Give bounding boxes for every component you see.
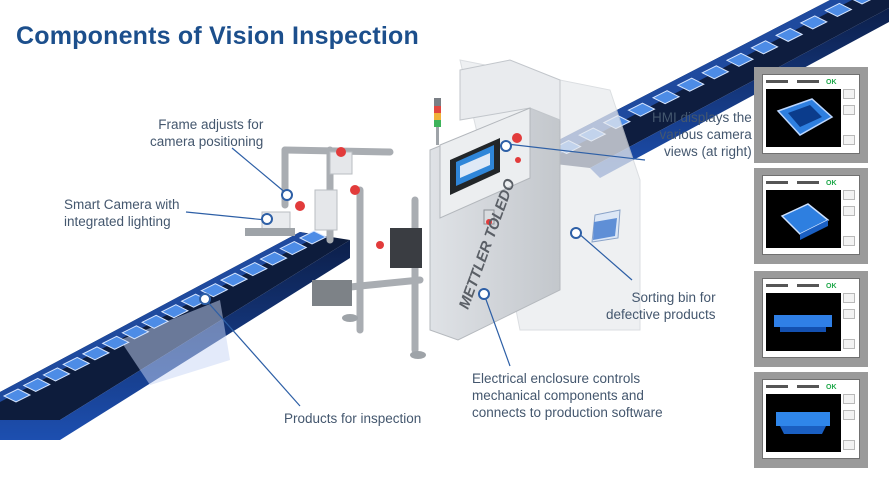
hmi-terminal	[450, 133, 522, 195]
hmi-view-panel: OK	[754, 67, 868, 163]
product-tray	[852, 0, 872, 5]
product-tray	[239, 262, 268, 277]
hmi-side-button	[843, 309, 855, 319]
hmi-side-button	[843, 89, 855, 99]
product-tray	[775, 27, 804, 42]
hmi-screen: OK	[762, 379, 860, 459]
product-tray	[701, 65, 730, 80]
product-tray	[81, 346, 111, 361]
signal-tower	[434, 98, 441, 145]
hmi-view-panel: OK	[754, 168, 868, 264]
camera-view	[766, 89, 841, 147]
product-tray	[298, 230, 328, 245]
hmi-side-button	[843, 440, 855, 450]
product-tray	[676, 77, 705, 92]
conveyor-lower	[0, 232, 350, 440]
hmi-side-button	[843, 190, 855, 200]
hmi-header-bar	[797, 284, 819, 287]
hmi-screen: OK	[762, 278, 860, 358]
hmi-header-bar	[797, 80, 819, 83]
hmi-screen: OK	[762, 74, 860, 154]
hmi-view-panel: OK	[754, 372, 868, 468]
hmi-side-button	[843, 105, 855, 115]
hmi-header-bar	[766, 181, 788, 184]
camera-view	[766, 293, 841, 351]
product-tray	[651, 90, 681, 105]
callout-markers	[199, 140, 582, 305]
product-tray	[101, 335, 130, 350]
hmi-side-button	[843, 293, 855, 303]
hmi-header-bar	[766, 385, 788, 388]
hmi-ok-status: OK	[826, 180, 837, 187]
hmi-ok-status: OK	[826, 79, 837, 86]
page-title: Components of Vision Inspection	[16, 22, 419, 50]
product-tray	[279, 240, 308, 256]
product-tray	[627, 102, 656, 117]
product-trays-lower	[2, 230, 328, 403]
hmi-header-bar	[766, 80, 788, 83]
hmi-view-panel: OK	[754, 271, 868, 367]
hmi-side-button	[843, 236, 855, 246]
product-tray	[42, 367, 71, 382]
product-tray	[200, 283, 229, 298]
camera-view	[766, 190, 841, 248]
product-tray	[799, 15, 828, 30]
callout-products: Products for inspection	[284, 411, 422, 426]
hmi-side-button	[843, 410, 855, 420]
product-tray	[2, 388, 32, 403]
product-tray	[725, 52, 755, 67]
product-tray	[62, 356, 91, 371]
product-tray	[219, 272, 249, 287]
product-tray	[160, 304, 189, 319]
product-tray	[259, 251, 288, 266]
hmi-ok-status: OK	[826, 283, 837, 290]
hmi-header-bar	[797, 385, 819, 388]
callout-lines	[185, 143, 646, 407]
emergency-switch	[483, 209, 495, 225]
hmi-screen: OK	[762, 175, 860, 255]
hmi-side-button	[843, 339, 855, 349]
hmi-side-button	[843, 135, 855, 145]
product-tray	[121, 325, 150, 340]
hmi-side-button	[843, 206, 855, 216]
camera-view	[766, 394, 841, 452]
hmi-ok-status: OK	[826, 384, 837, 391]
frame-feet	[342, 314, 426, 359]
product-tray	[824, 2, 853, 18]
top-cameras	[314, 147, 384, 249]
product-tray	[22, 377, 51, 393]
hmi-side-button	[843, 394, 855, 404]
product-tray	[141, 314, 170, 329]
hmi-header-bar	[797, 181, 819, 184]
reject-arm	[312, 228, 422, 306]
sorting-bin	[593, 218, 617, 240]
hmi-header-bar	[766, 284, 788, 287]
product-tray	[750, 40, 779, 55]
